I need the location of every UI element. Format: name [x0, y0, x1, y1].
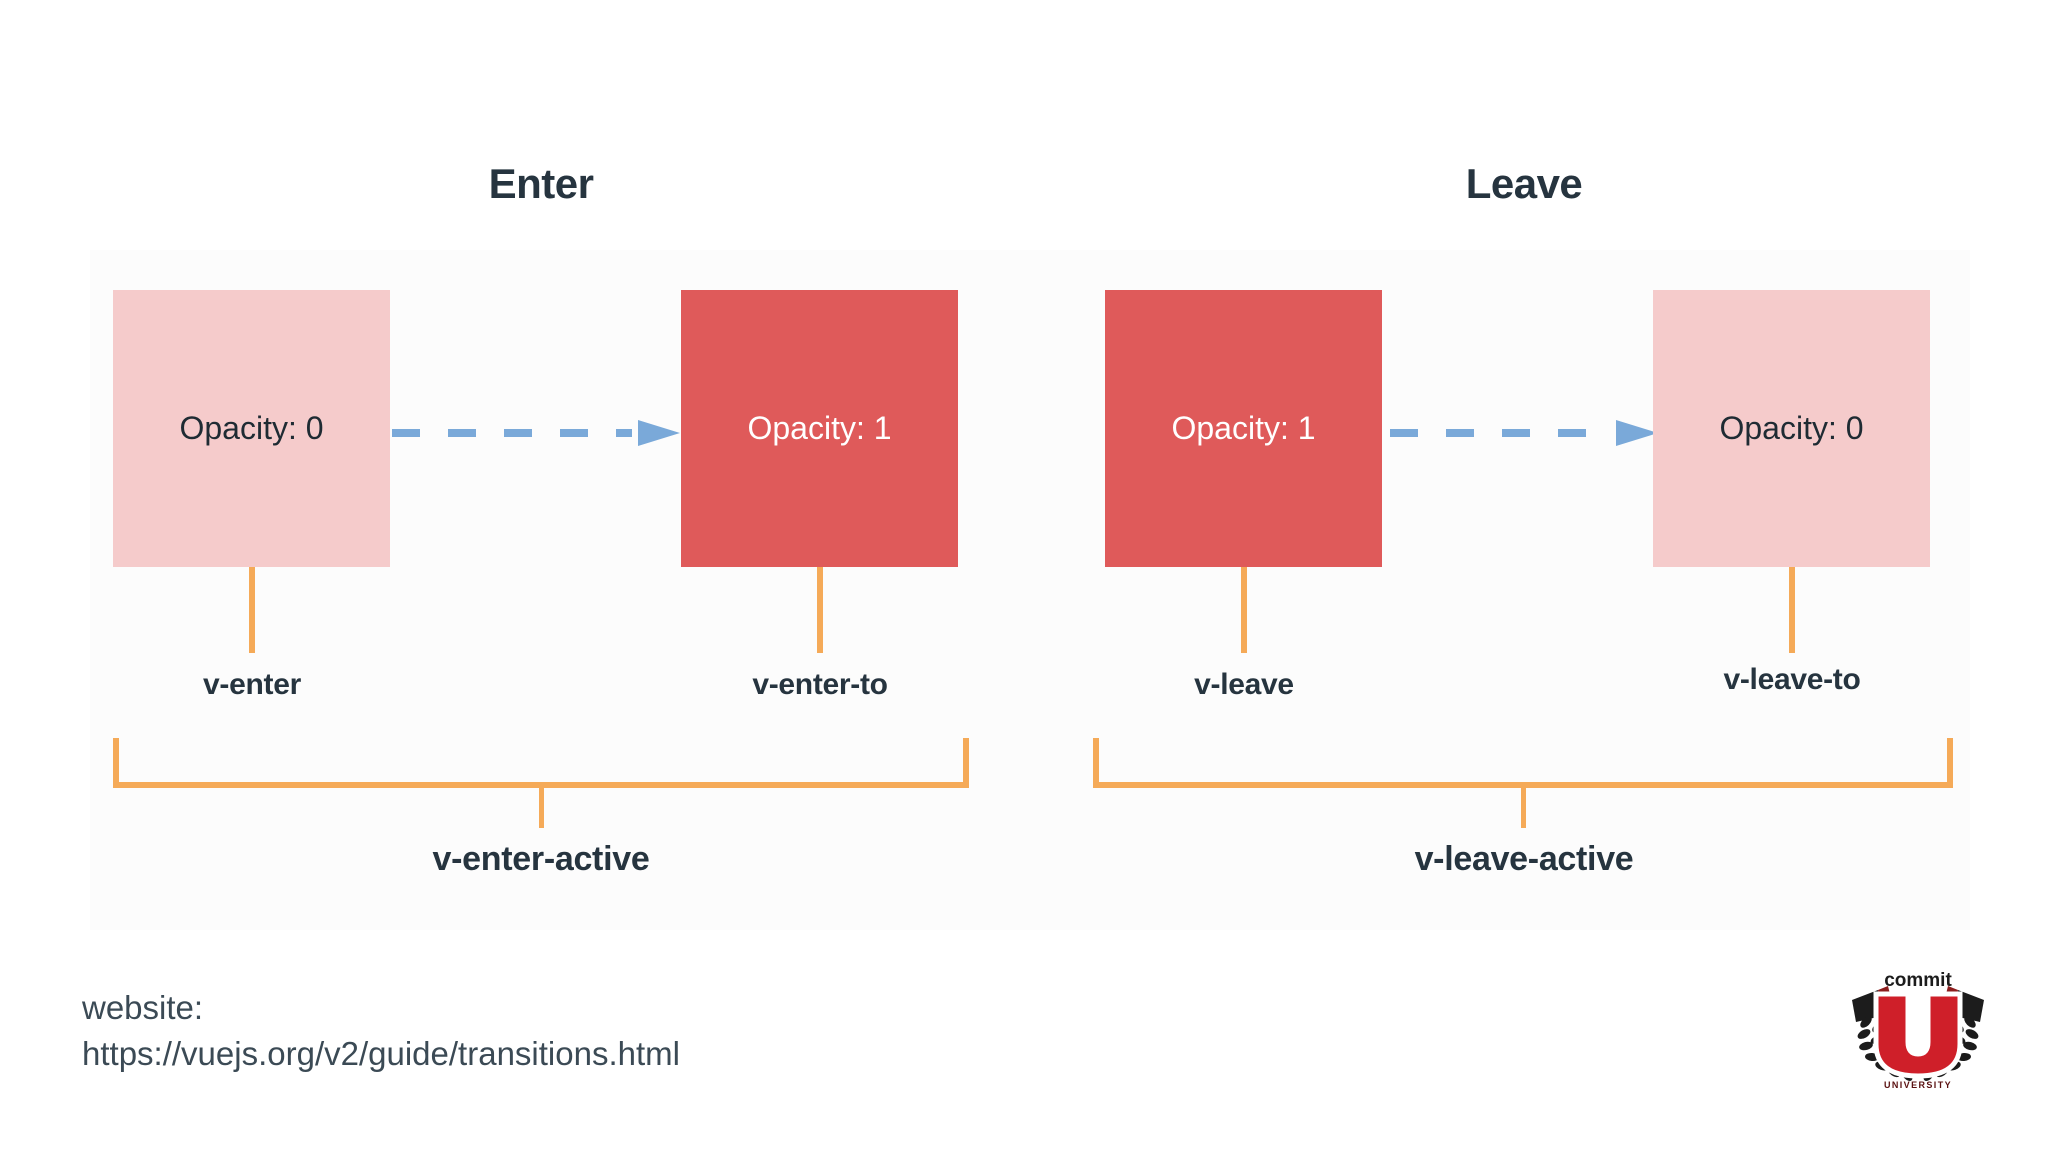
leave-to-box: Opacity: 0 — [1653, 290, 1930, 567]
logo-bottom-word: UNIVERSITY — [1884, 1080, 1952, 1090]
leave-active-bracket — [1093, 738, 1953, 788]
leave-transition-arrow — [1390, 420, 1660, 446]
leave-to-hook-stem — [1789, 567, 1795, 653]
enter-to-hook-stem — [817, 567, 823, 653]
hook-label-v-leave: v-leave — [1194, 668, 1294, 701]
enter-arrow-head-icon — [638, 420, 680, 446]
leave-to-box-label: Opacity: 0 — [1719, 410, 1864, 446]
hook-label-v-enter: v-enter — [203, 668, 301, 701]
bracket-label-v-leave-active: v-leave-active — [1414, 840, 1634, 878]
source-reference-url: https://vuejs.org/v2/guide/transitions.h… — [82, 1034, 680, 1072]
enter-active-bracket — [113, 738, 969, 788]
enter-active-bracket-stem — [539, 788, 544, 828]
enter-to-box-label: Opacity: 1 — [747, 410, 892, 446]
enter-from-box: Opacity: 0 — [113, 290, 390, 567]
bracket-label-v-enter-active: v-enter-active — [432, 840, 650, 878]
commit-university-logo: commit UNIVERSITY — [1838, 960, 1998, 1090]
enter-from-hook-stem — [249, 567, 255, 653]
enter-from-box-label: Opacity: 0 — [179, 410, 324, 446]
section-heading-enter: Enter — [488, 160, 594, 207]
leave-arrow-head-icon — [1616, 420, 1658, 446]
source-reference-line1: website: — [82, 989, 204, 1026]
enter-to-box: Opacity: 1 — [681, 290, 958, 567]
leave-active-bracket-stem — [1521, 788, 1526, 828]
source-reference: website: https://vuejs.org/v2/guide/tran… — [82, 985, 680, 1076]
enter-transition-arrow — [392, 420, 680, 446]
enter-arrow-dashes — [392, 429, 632, 437]
section-heading-leave: Leave — [1465, 160, 1583, 207]
leave-arrow-dashes — [1390, 429, 1612, 437]
leave-from-box-label: Opacity: 1 — [1171, 410, 1316, 446]
commit-university-logo-icon: commit UNIVERSITY — [1852, 970, 1984, 1090]
leave-from-hook-stem — [1241, 567, 1247, 653]
hook-label-v-leave-to: v-leave-to — [1723, 663, 1861, 696]
hook-label-v-enter-to: v-enter-to — [752, 668, 888, 701]
leave-from-box: Opacity: 1 — [1105, 290, 1382, 567]
logo-top-word: commit — [1884, 970, 1952, 991]
